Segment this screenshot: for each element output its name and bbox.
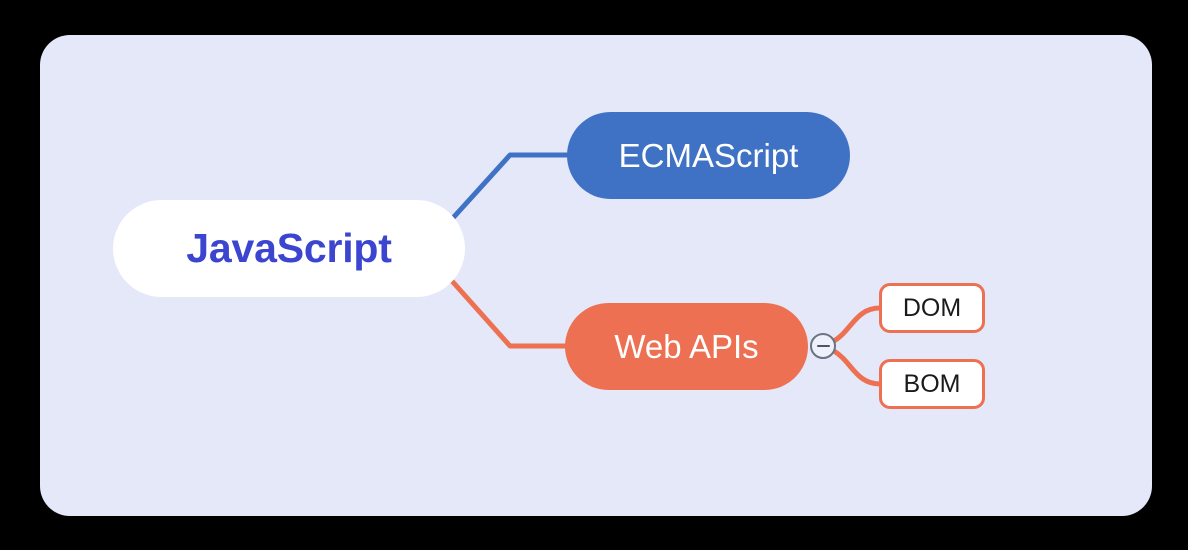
node-branch-webapis-label: Web APIs xyxy=(614,327,759,365)
node-leaf-bom-label: BOM xyxy=(903,369,961,398)
node-leaf-dom-label: DOM xyxy=(902,293,962,322)
minus-bar xyxy=(816,345,830,347)
node-branch-ecmascript-label: ECMAScript xyxy=(618,136,799,174)
node-root-label: JavaScript xyxy=(186,225,392,271)
node-leaf-dom[interactable]: DOM xyxy=(879,283,985,333)
node-leaf-bom[interactable]: BOM xyxy=(879,359,985,409)
minus-circle-icon[interactable] xyxy=(810,333,836,359)
node-branch-ecmascript[interactable]: ECMAScript xyxy=(567,112,850,199)
node-branch-webapis[interactable]: Web APIs xyxy=(565,303,808,390)
node-root-javascript[interactable]: JavaScript xyxy=(113,200,465,297)
